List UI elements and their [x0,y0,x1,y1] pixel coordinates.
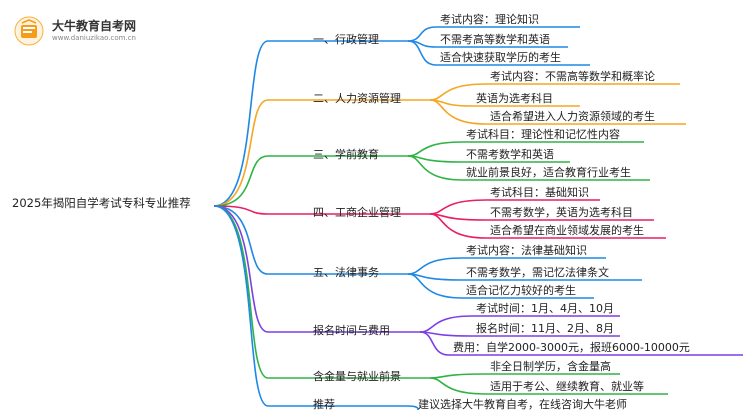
branch-topic: 三、学前教育 [313,148,379,161]
root-to-branch-link [213,205,420,333]
leaf-topic: 报名时间：11月、2月、8月 [476,322,614,335]
leaf-topic: 英语为选考科目 [476,92,553,105]
root-to-branch-link [213,205,430,215]
branch-topic: 一、行政管理 [313,33,379,46]
leaf-topic: 适合希望在商业领域发展的考生 [490,224,644,237]
leaf-topic: 考试内容：理论知识 [440,13,539,26]
leaf-topic: 适合快速获取学历的考生 [440,51,561,64]
root-topic: 2025年揭阳自学考试专科专业推荐 [12,196,191,210]
leaf-topic: 考试时间：1月、4月、10月 [476,302,614,315]
branch-to-leaf-link [429,99,686,125]
leaf-topic: 适合记忆力较好的考生 [466,284,576,297]
leaf-topic: 考试内容：法律基础知识 [466,244,587,257]
branch-to-leaf-link [429,373,620,379]
root-to-branch-link [213,205,408,407]
branch-to-leaf-link [407,40,590,66]
leaf-topic: 不需考高等数学和英语 [440,33,550,46]
root-to-branch-link [213,205,408,275]
branch-to-leaf-link [429,213,666,239]
branch-topic: 含金量与就业前景 [313,370,401,383]
leaf-topic: 考试内容：不需高等数学和概率论 [490,70,655,83]
root-to-branch-link [213,99,430,207]
branch-to-leaf-link [429,83,680,101]
branch-to-leaf-link [407,273,594,299]
branch-topic: 推荐 [313,398,335,411]
root-to-branch-link [213,40,408,207]
leaf-topic: 不需考数学，英语为选考科目 [490,206,633,219]
leaf-topic: 建议选择大牛教育自考，在线咨询大牛老师 [418,398,627,411]
leaf-topic: 非全日制学历，含金量高 [490,360,611,373]
branch-to-leaf-link [429,377,668,395]
leaf-topic: 适用于考公、继续教育、就业等 [490,380,644,393]
branch-topic: 四、工商企业管理 [313,206,401,219]
branch-topic: 报名时间与费用 [313,324,390,337]
branch-topic: 五、法律事务 [313,266,379,279]
branch-to-leaf-link [419,331,743,356]
leaf-topic: 不需考数学，需记忆法律条文 [466,266,609,279]
root-to-branch-link [213,155,408,207]
logo-url: www.daniuzikao.com.cn [52,34,136,42]
leaf-topic: 考试科目：基础知识 [490,186,589,199]
branch-to-leaf-link [407,155,650,181]
leaf-topic: 考试科目：理论性和记忆性内容 [466,128,620,141]
logo-title: 大牛教育自考网 [52,19,137,33]
book-logo-icon [14,16,44,46]
site-logo: 大牛教育自考网 www.daniuzikao.com.cn [14,14,139,50]
leaf-topic: 不需考数学和英语 [466,148,554,161]
branch-to-leaf-link [407,257,606,275]
branch-topic: 二、人力资源管理 [313,92,401,105]
leaf-topic: 就业前景良好，适合教育行业考生 [466,166,631,179]
leaf-topic: 适合希望进入人力资源领域的考生 [490,110,655,123]
leaf-topic: 费用：自学2000-3000元，报班6000-10000元 [453,341,690,354]
